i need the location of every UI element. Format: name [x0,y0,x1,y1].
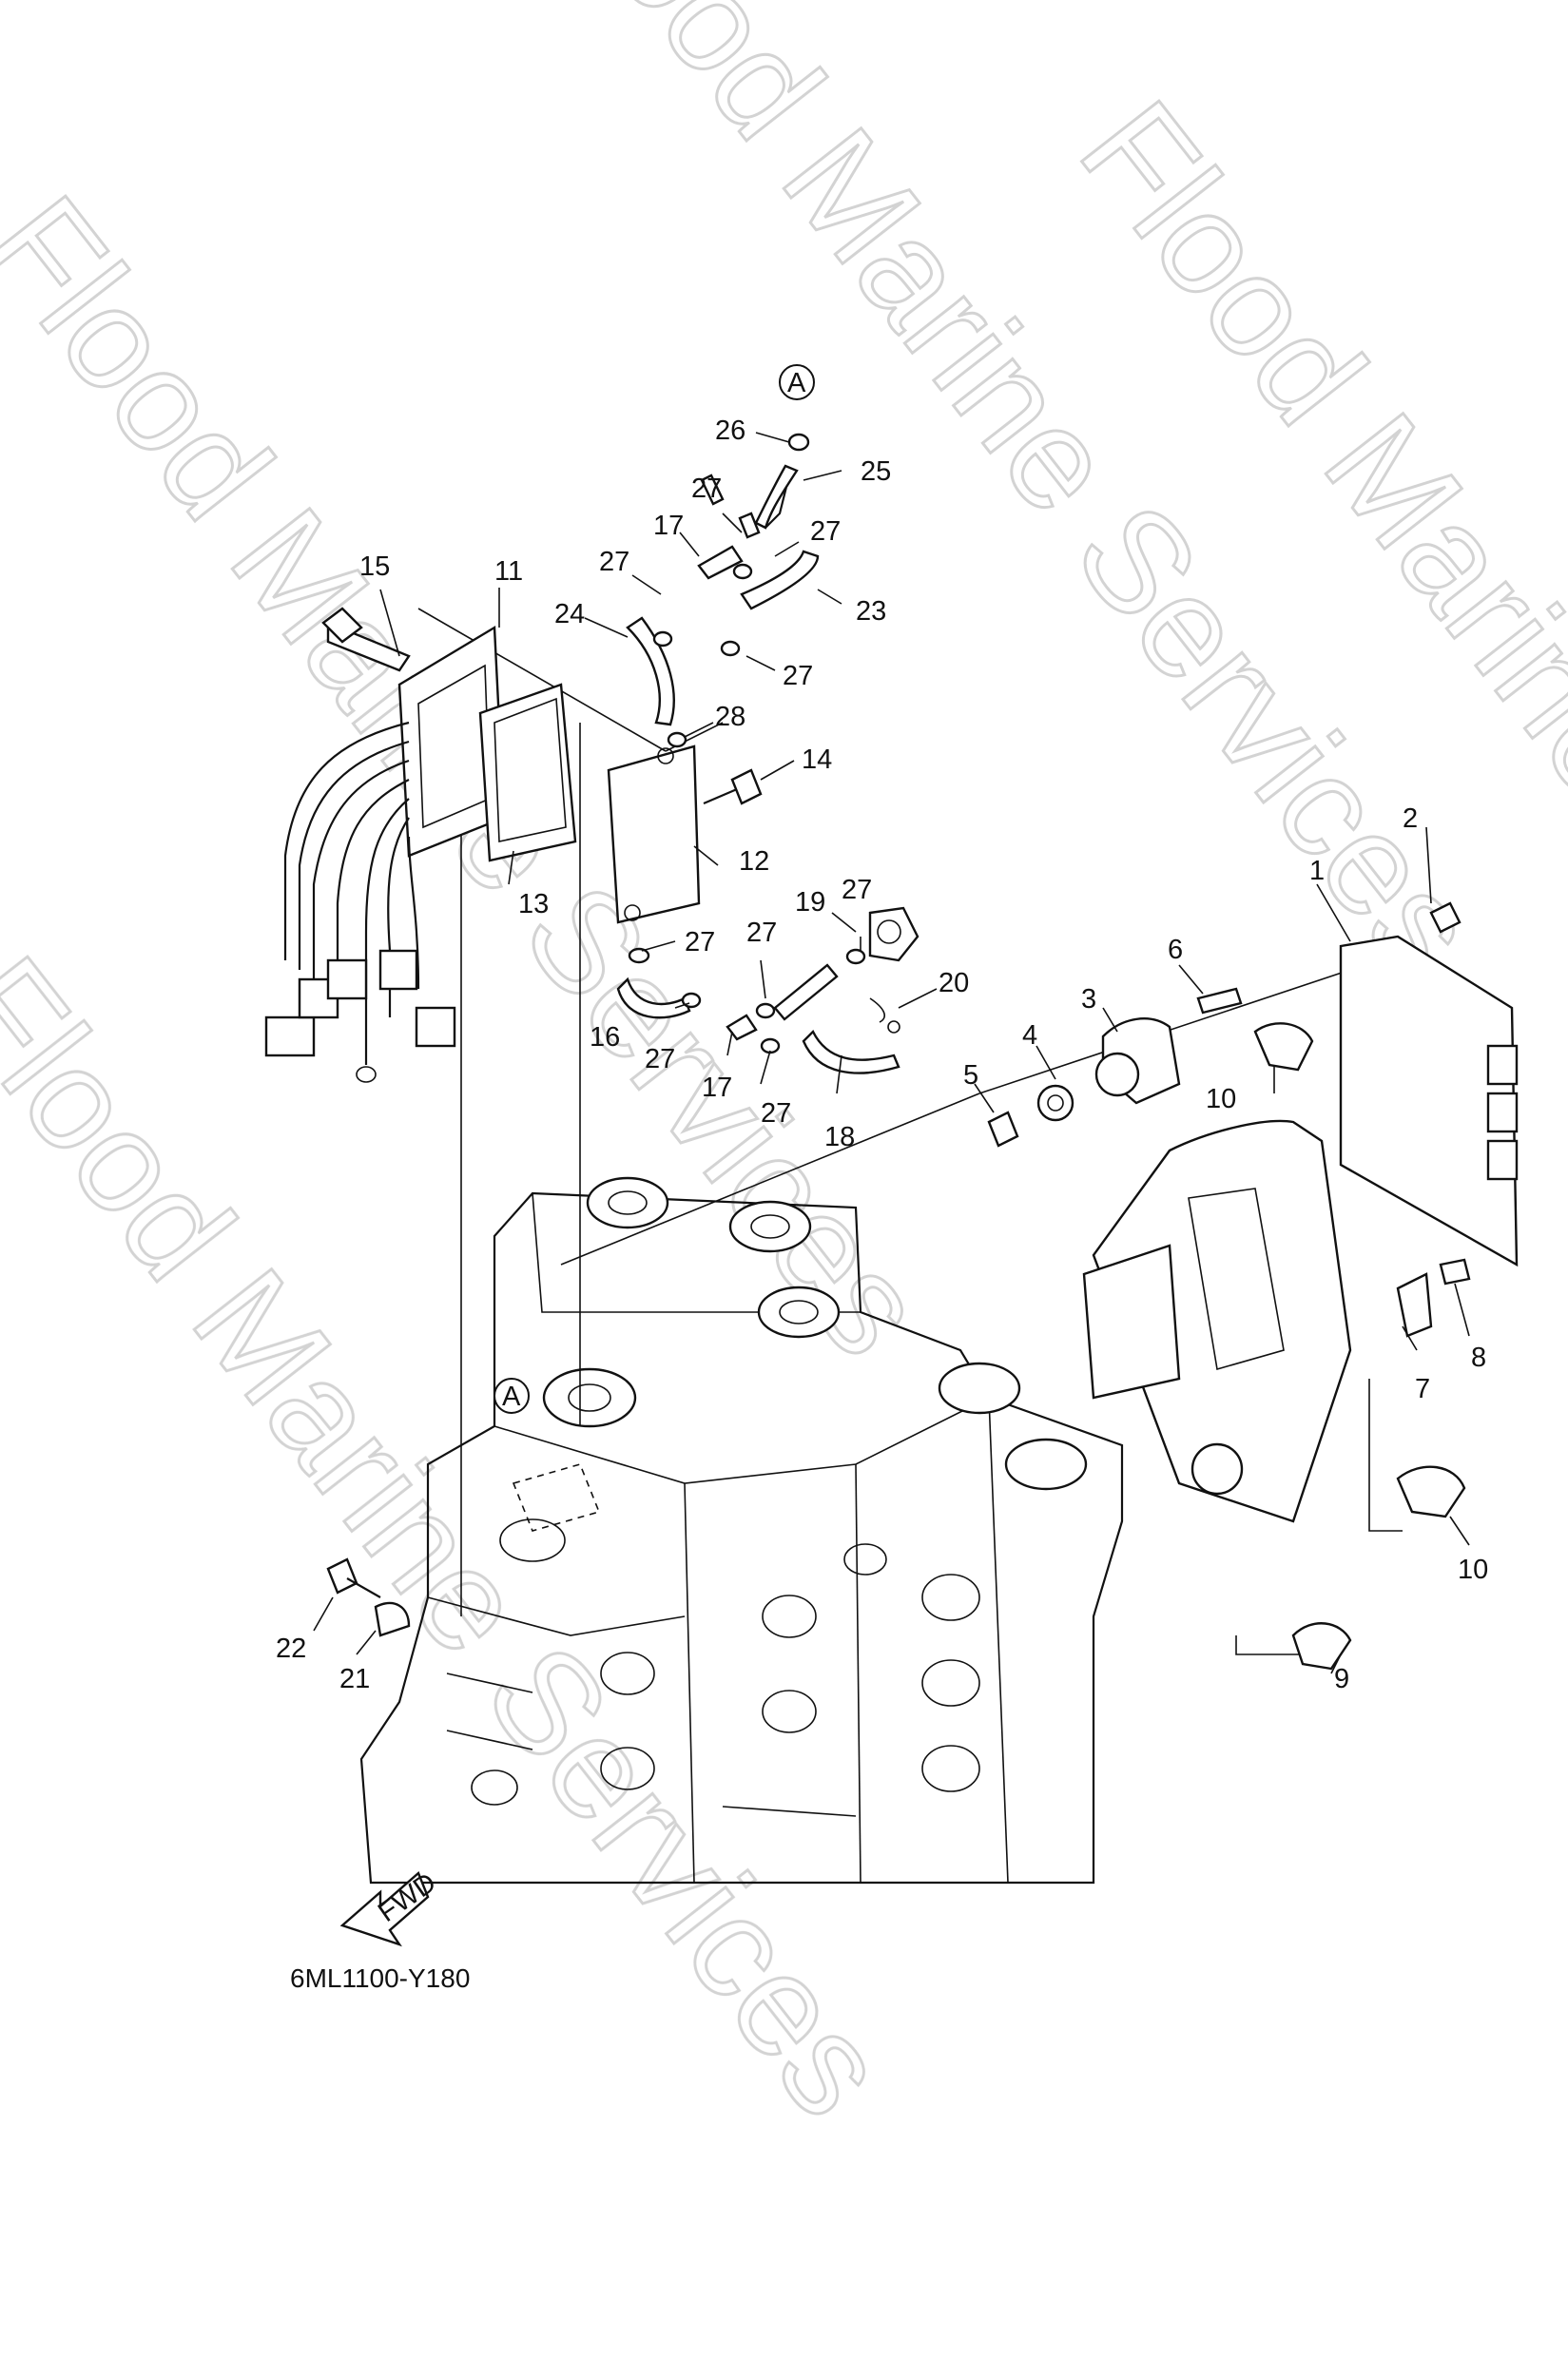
ref-marker-top: A [779,364,815,400]
part-label-28: 28 [715,702,745,732]
part-label-27i: 27 [761,1098,791,1129]
part-label-15: 15 [359,551,390,582]
coil-harness [264,621,506,1083]
leader-lines [313,432,1470,1674]
bracket-assembly [987,987,1471,1671]
part-label-27b: 27 [810,516,841,547]
part-label-22: 22 [276,1634,306,1664]
part-label-12: 12 [739,846,769,877]
ref-marker-top-text: A [787,368,806,398]
part-label-2: 2 [1403,803,1418,834]
part-label-10b: 10 [1458,1555,1488,1585]
part-label-27a: 27 [691,474,722,504]
part-label-13: 13 [518,889,549,919]
part-label-27h: 27 [645,1044,675,1074]
part-label-27c: 27 [599,547,629,577]
engine-block [359,1176,1124,1885]
part-label-5: 5 [963,1060,978,1091]
cover-gaskets [478,683,701,924]
part-label-9: 9 [1334,1664,1349,1694]
ref-marker-engine: A [494,1378,530,1414]
part-label-8: 8 [1471,1343,1486,1373]
part-label-14: 14 [802,744,832,775]
part-label-7: 7 [1415,1374,1430,1404]
part-label-27d: 27 [783,661,813,691]
fwd-arrow: FWD [339,1867,442,1947]
part-label-23: 23 [856,596,886,627]
part-label-27g: 27 [842,875,872,905]
part-label-25: 25 [861,456,891,487]
bolts [321,607,763,1637]
watermark-layer: Flood Marine Services Flood Marine Servi… [0,0,1568,2146]
part-label-17b: 17 [702,1073,732,1103]
part-label-11: 11 [494,556,523,587]
ecu-module [1339,901,1519,1267]
fwd-label: FWD [373,1867,441,1928]
part-label-10a: 10 [1206,1084,1236,1114]
part-label-20: 20 [939,968,969,998]
part-label-4: 4 [1022,1020,1037,1051]
part-label-27f: 27 [746,918,777,948]
part-label-6: 6 [1168,935,1183,965]
hoses-fittings [616,433,920,1074]
part-label-19: 19 [795,887,825,918]
part-label-26: 26 [715,416,745,446]
part-label-21: 21 [339,1664,370,1694]
part-label-3: 3 [1081,984,1096,1015]
part-label-18: 18 [824,1122,855,1152]
part-label-16: 16 [590,1022,620,1053]
part-label-24: 24 [554,599,585,629]
ref-marker-engine-text: A [502,1382,521,1412]
part-label-27e: 27 [685,927,715,957]
part-label-17a: 17 [653,511,684,541]
part-labels: 1 2 3 4 5 6 7 8 9 10 10 11 12 13 14 15 1… [276,416,1488,1694]
part-label-1: 1 [1309,856,1325,886]
diagram-code: 6ML1100-Y180 [290,1963,470,1993]
